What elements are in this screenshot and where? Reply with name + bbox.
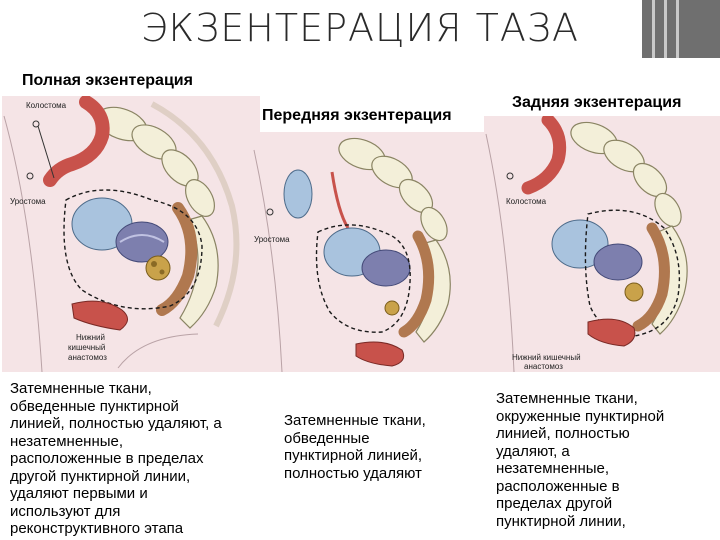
rectum [156, 202, 198, 316]
label-colostomy: Колостома [26, 101, 67, 110]
tumor [145, 255, 171, 281]
label-anastomosis-2: анастомоз [524, 362, 563, 371]
corner-decoration [642, 0, 720, 58]
caption-line: удаляют первыми и [10, 485, 148, 502]
rectum [632, 222, 670, 332]
caption-line: обведенные пунктирной [10, 397, 179, 415]
tumor [384, 300, 400, 316]
caption-line: Затемненные ткани, [284, 412, 426, 429]
panel-3-caption: Затемненные ткани, окруженные пунктирной… [496, 390, 716, 530]
stoma-marker-urostomy [26, 172, 34, 180]
tumor [624, 282, 644, 302]
bladder [551, 219, 609, 269]
caption-line: Затемненные ткани, [496, 390, 638, 407]
full-exenteration-illustration: Колостома Уростома Нижний кишечный анаст… [2, 96, 260, 372]
resection-outline [63, 189, 203, 310]
caption-line: линией, полностью [496, 425, 630, 442]
caption-line: другой пунктирной линии, [10, 467, 191, 485]
label-anastomosis-1: Нижний кишечный [512, 353, 581, 362]
label-anastomosis-2: кишечный [68, 343, 105, 352]
caption-line: расположенные в пределах [10, 450, 204, 467]
anastomosis-bowel [71, 300, 128, 331]
panel-1-heading: Полная экзентерация [22, 72, 193, 89]
panel-3-heading: Задняя экзентерация [512, 94, 682, 111]
caption-line: линией, полностью удаляют, а [10, 415, 222, 432]
anterior-exenteration-illustration: Уростома [252, 132, 488, 372]
uterus [593, 243, 643, 281]
slide-title: ЭКЗЕНТЕРАЦИЯ ТАЗА [140, 6, 580, 50]
vertebrae [96, 106, 219, 329]
caption-line: пунктирной линии, [496, 512, 626, 530]
reservoir [283, 169, 313, 219]
pelvis-diagram-posterior: Колостома Нижний кишечный анастомоз [485, 116, 688, 372]
caption-line: Затемненные ткани, [10, 380, 152, 397]
panel-1-caption: Затемненные ткани, обведенные пунктирной… [10, 380, 260, 538]
anastomosis-bowel [587, 318, 636, 347]
stoma-marker-colostomy [32, 120, 55, 179]
vertebrae [338, 137, 451, 343]
resection-outline [315, 224, 411, 333]
pelvis-diagram-full: Колостома Уростома Нижний кишечный анаст… [3, 96, 240, 372]
panel-2-heading: Передняя экзентерация [262, 107, 452, 124]
posterior-exenteration-illustration: Колостома Нижний кишечный анастомоз [484, 116, 720, 372]
sigmoid-colon [43, 96, 110, 187]
caption-line: полностью удаляют [284, 464, 422, 482]
stoma-marker-urostomy [266, 208, 274, 216]
caption-line: незатемненные, [10, 432, 124, 450]
caption-line: реконструктивного этапа [10, 520, 184, 537]
caption-line: пределах другой [496, 495, 613, 512]
caption-line: пунктирной линией, [284, 447, 423, 464]
stoma-marker-colostomy [506, 172, 514, 180]
pelvis-diagram-anterior: Уростома [253, 137, 451, 372]
caption-line: удаляют, а [496, 442, 570, 460]
caption-line: расположенные в [496, 477, 620, 495]
rectum [398, 230, 435, 338]
caption-line: незатемненные, [496, 460, 610, 477]
uterus [361, 249, 411, 287]
caption-line: обведенные [284, 429, 370, 447]
caption-line: используют для [10, 502, 121, 520]
label-anastomosis-1: Нижний [76, 333, 105, 342]
label-colostomy: Колостома [506, 197, 547, 206]
label-anastomosis-3: анастомоз [68, 353, 107, 362]
label-urostomy: Уростома [254, 235, 290, 244]
label-urostomy: Уростома [10, 197, 46, 206]
caption-line: окруженные пунктирной [496, 407, 665, 425]
panel-2-caption: Затемненные ткани, обведенные пунктирной… [284, 412, 484, 482]
sigmoid-colon [521, 116, 567, 195]
uterus [115, 221, 169, 263]
